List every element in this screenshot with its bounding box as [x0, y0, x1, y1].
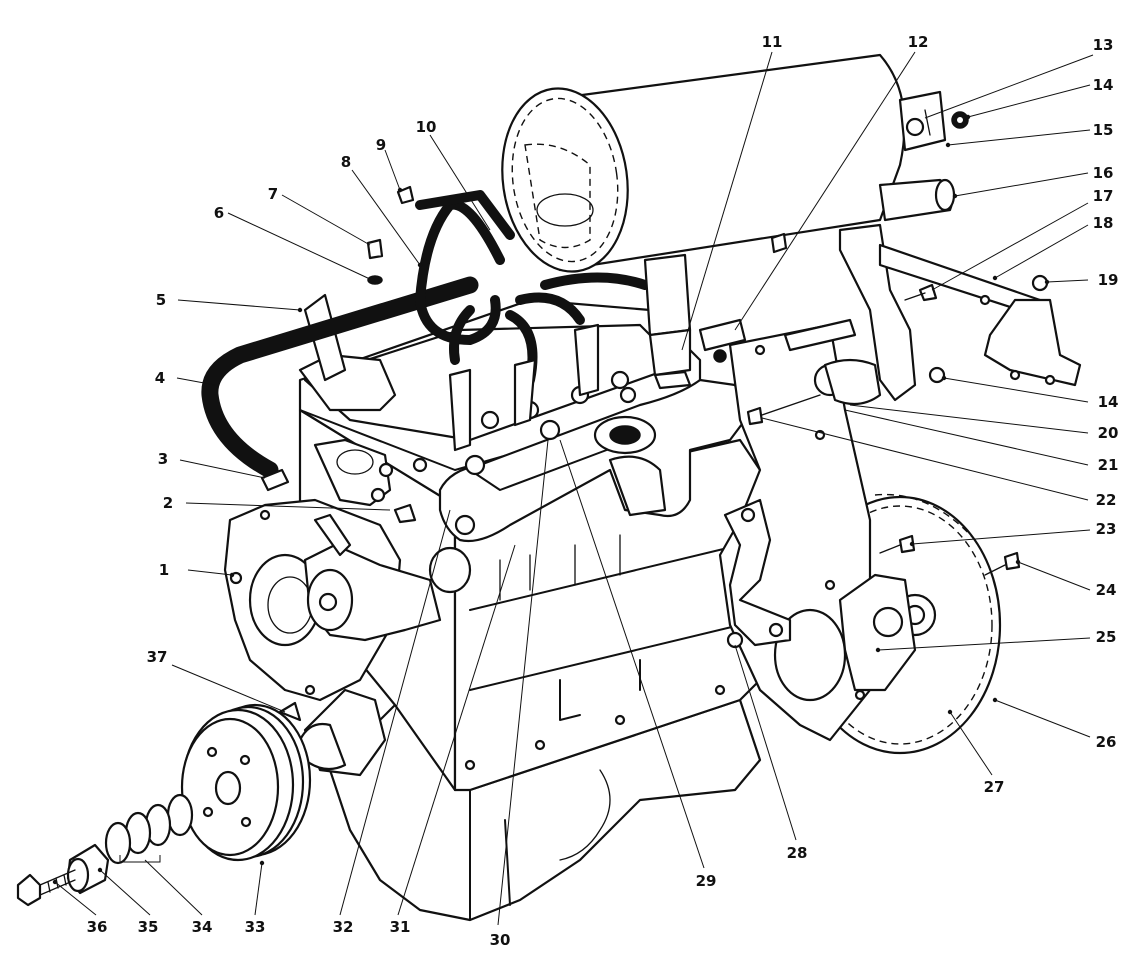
leader-dots [52, 114, 1050, 885]
callout-15: 15 [1093, 121, 1114, 139]
muffler [501, 53, 956, 390]
callout-21: 21 [1098, 456, 1119, 474]
water-pump [303, 513, 472, 642]
callout-22: 22 [1096, 491, 1117, 509]
callout-31: 31 [390, 918, 411, 936]
leader-lines [54, 51, 1094, 926]
callout-4: 4 [155, 369, 165, 387]
callout-12: 12 [908, 33, 929, 51]
breather-hose-upper [415, 190, 515, 240]
callout-24: 24 [1096, 581, 1117, 599]
callout-23: 23 [1096, 520, 1117, 538]
callout-2: 2 [163, 494, 173, 512]
crank-spacer [66, 843, 110, 895]
callout-26: 26 [1096, 733, 1117, 751]
callout-19: 19 [1098, 271, 1119, 289]
callout-35: 35 [138, 918, 159, 936]
callout-5: 5 [156, 291, 166, 309]
callout-17: 17 [1093, 187, 1114, 205]
callout-18: 18 [1093, 214, 1114, 232]
callout-10: 10 [416, 118, 437, 136]
callout-6: 6 [214, 204, 224, 222]
callout-7: 7 [268, 185, 278, 203]
callout-20: 20 [1098, 424, 1119, 442]
callout-36: 36 [87, 918, 108, 936]
engine-mount-link [723, 498, 792, 647]
callout-30: 30 [490, 931, 511, 949]
callout-32: 32 [333, 918, 354, 936]
thermostat-housing [298, 293, 397, 507]
callout-14b: 14 [1098, 393, 1119, 411]
crank-pulley [180, 703, 312, 862]
muffler-bracket [898, 90, 969, 152]
support-bracket [838, 223, 1082, 402]
crank-washers [104, 793, 194, 865]
crank-hub [298, 688, 387, 777]
radiator-hose [201, 276, 479, 479]
callout-13: 13 [1093, 36, 1114, 54]
crank-bolt [16, 869, 76, 907]
callout-labels: 1 2 3 4 5 6 7 8 9 10 11 12 13 14 14 15 1… [87, 33, 1119, 949]
callout-1: 1 [159, 561, 169, 579]
callout-37: 37 [147, 648, 168, 666]
engine-block [298, 408, 782, 922]
exhaust-manifold [438, 378, 747, 543]
callout-29: 29 [696, 872, 717, 890]
callout-33: 33 [245, 918, 266, 936]
callout-25: 25 [1096, 628, 1117, 646]
woodruff-key [278, 701, 302, 722]
callout-16: 16 [1093, 164, 1114, 182]
callout-28: 28 [787, 844, 808, 862]
callout-14a: 14 [1093, 76, 1114, 94]
spark-plug-wires [448, 272, 650, 452]
breather-hose [415, 199, 505, 345]
hose-clamp [260, 468, 290, 492]
callout-34: 34 [192, 918, 213, 936]
flywheel-housing [838, 573, 917, 692]
callout-3: 3 [158, 450, 168, 468]
callout-11: 11 [762, 33, 783, 51]
callout-8: 8 [341, 153, 351, 171]
callout-9: 9 [376, 136, 386, 154]
callout-27: 27 [984, 778, 1005, 796]
